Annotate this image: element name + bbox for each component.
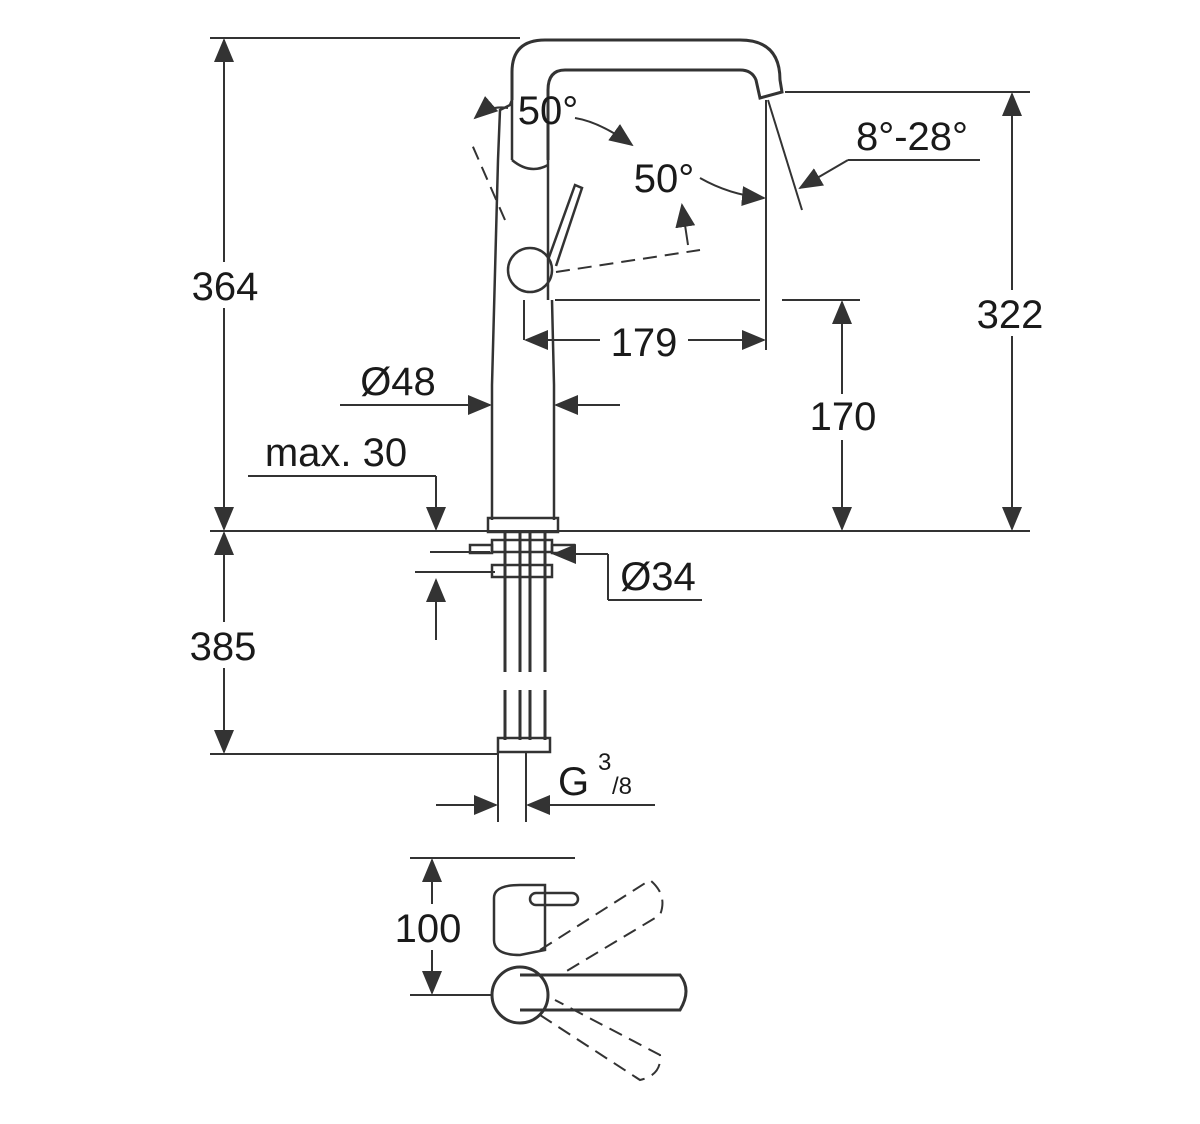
dim-hose-length: 385 bbox=[180, 531, 498, 755]
dim-spout-height: 322 bbox=[785, 91, 1056, 531]
label-364: 364 bbox=[192, 265, 259, 309]
label-322: 322 bbox=[977, 293, 1044, 337]
label-angle-50-front: 50° bbox=[634, 157, 695, 201]
dim-lever-angle-front: 50° bbox=[634, 157, 766, 246]
faucet-plan-view bbox=[490, 857, 688, 1082]
dim-connection-thread: G 3 /8 bbox=[436, 749, 655, 815]
label-170: 170 bbox=[810, 395, 877, 439]
dim-reach: 179 bbox=[524, 100, 767, 365]
dim-lever-angle-top: 50° bbox=[473, 89, 634, 147]
dim-body-diameter: Ø48 bbox=[340, 360, 620, 415]
dim-shank-diameter: Ø34 bbox=[552, 544, 702, 601]
label-diameter-34: Ø34 bbox=[620, 555, 696, 599]
dim-max-deck: max. 30 bbox=[248, 431, 495, 640]
dim-lever-height: 170 bbox=[555, 299, 886, 531]
label-179: 179 bbox=[611, 321, 678, 365]
dim-total-height: 364 bbox=[182, 37, 520, 531]
label-diameter-48: Ø48 bbox=[360, 360, 436, 404]
label-angle-50-top: 50° bbox=[518, 89, 579, 133]
label-385: 385 bbox=[190, 625, 257, 669]
label-thread-num: 3 bbox=[598, 749, 611, 776]
label-thread-g: G bbox=[558, 760, 589, 804]
label-100: 100 bbox=[395, 907, 462, 951]
label-spout-tilt: 8°-28° bbox=[856, 115, 968, 159]
label-thread-den: /8 bbox=[612, 773, 632, 800]
dim-plan-depth: 100 bbox=[385, 857, 550, 996]
dim-spout-tilt: 8°-28° bbox=[767, 99, 980, 211]
faucet-elevation bbox=[469, 38, 784, 534]
label-max-30: max. 30 bbox=[265, 431, 407, 475]
